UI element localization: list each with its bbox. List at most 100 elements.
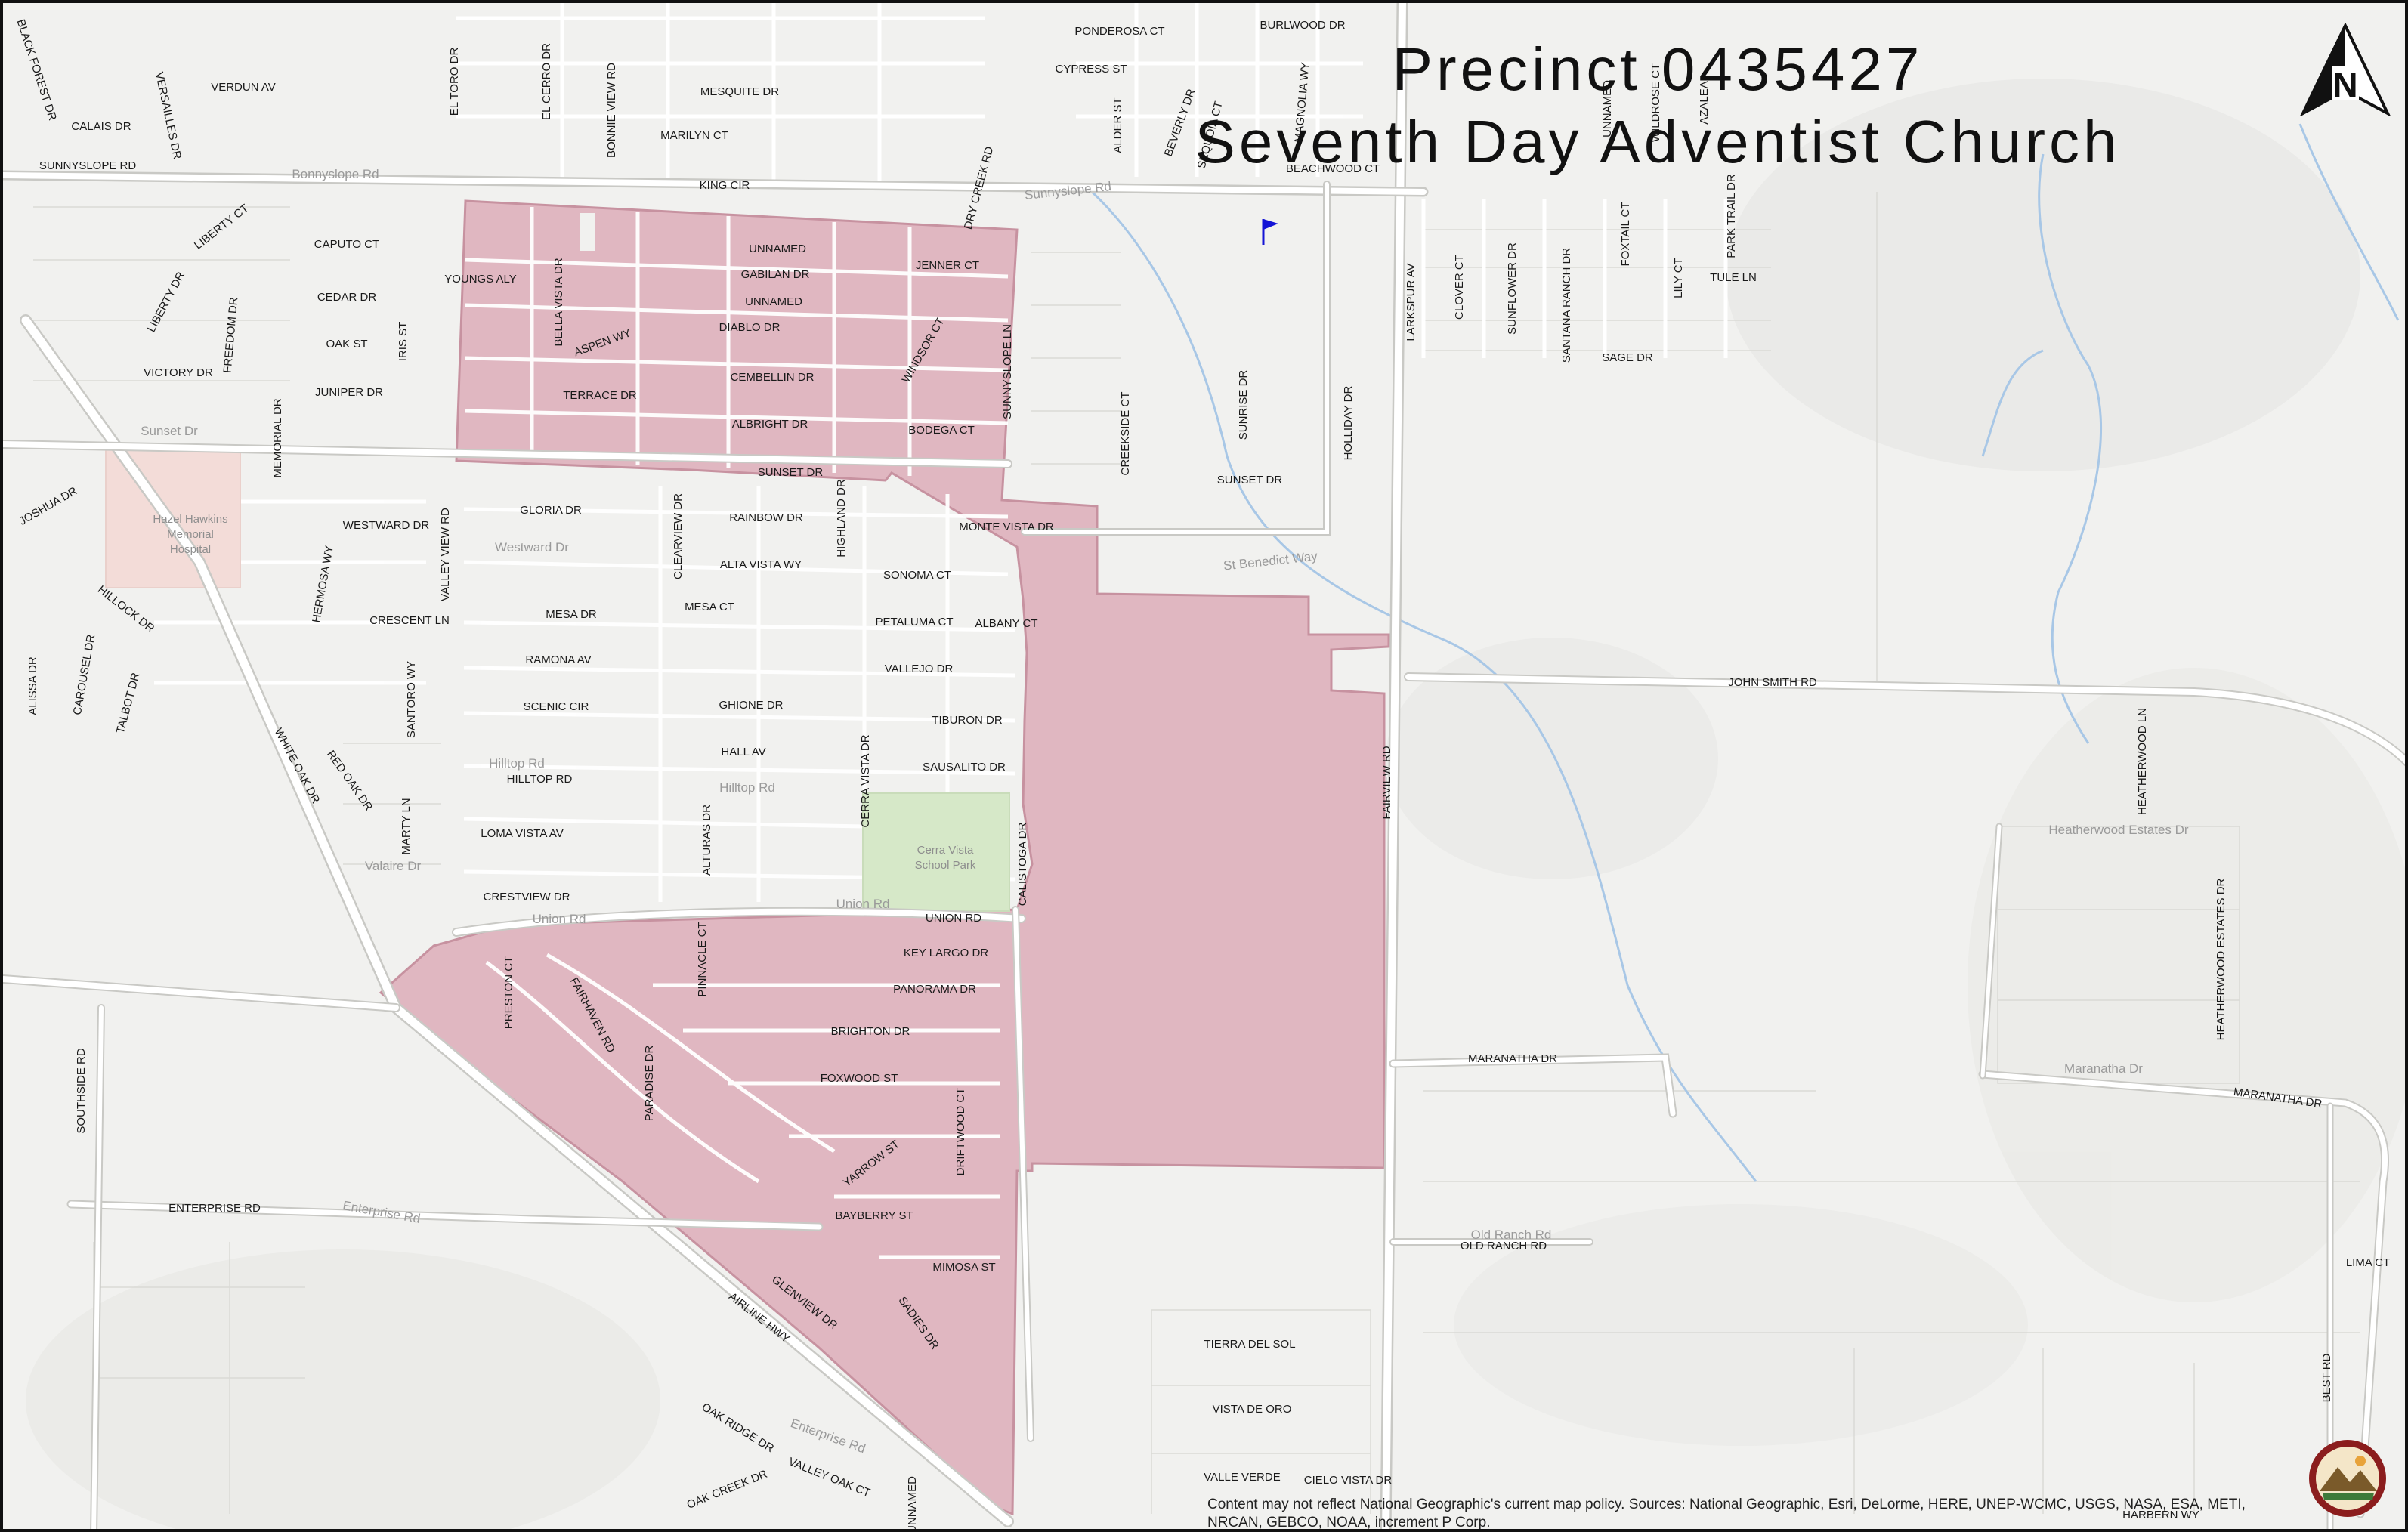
street-label: ALISSA DR [26, 656, 39, 715]
road-label-faint: Union Rd [836, 897, 890, 911]
street-label: HARBERN WY [2122, 1509, 2199, 1521]
road-label-faint: Sunset Dr [141, 424, 198, 438]
street-label: CEDAR DR [317, 291, 377, 304]
road-label-faint: Union Rd [533, 912, 586, 926]
street-label: BURLWOOD DR [1260, 19, 1345, 32]
street-label: BEACHWOOD CT [1286, 162, 1380, 175]
street-label: VICTORY DR [144, 366, 213, 379]
street-label: UNNAMED [749, 242, 806, 255]
street-label: BRIGHTON DR [831, 1025, 910, 1038]
street-label: SUNNYSLOPE RD [39, 159, 137, 172]
street-label: ALBRIGHT DR [732, 418, 808, 431]
north-letter: N [2332, 65, 2357, 104]
street-label: BONNIE VIEW RD [605, 63, 618, 158]
street-label: SOUTHSIDE RD [75, 1048, 88, 1134]
polling-place-title: Seventh Day Adventist Church [1195, 108, 2121, 175]
street-label: SAUSALITO DR [923, 761, 1006, 774]
street-label: ALDER ST [1111, 97, 1124, 153]
street-label: OLD RANCH RD [1461, 1240, 1547, 1252]
street-label: MIMOSA ST [932, 1261, 995, 1274]
street-label: KEY LARGO DR [904, 947, 988, 959]
street-label: ALBANY CT [975, 617, 1037, 630]
area-label: School Park [915, 859, 976, 872]
street-label: JOHN SMITH RD [1728, 676, 1817, 689]
street-label: PARADISE DR [643, 1046, 656, 1122]
street-label: SCENIC CIR [524, 700, 589, 713]
street-label: CRESTVIEW DR [483, 891, 570, 903]
street-label: BODEGA CT [908, 424, 975, 437]
map-credits: Content may not reflect National Geograp… [1207, 1496, 2246, 1530]
street-label: SANTANA RANCH DR [1560, 248, 1573, 363]
precinct-title: Precinct 0435427 [1392, 36, 1924, 103]
street-label: MESA CT [685, 601, 734, 613]
street-label: MESQUITE DR [700, 85, 779, 98]
street-label: HILLTOP RD [507, 773, 573, 786]
polling-place-flag-icon[interactable] [1262, 219, 1278, 245]
residential-streets [154, 3, 1728, 1259]
street-label: MARANATHA DR [1468, 1052, 1557, 1065]
precinct-notch [580, 213, 595, 251]
street-label: CREEKSIDE CT [1119, 392, 1132, 476]
street-label: MESA DR [546, 608, 597, 621]
area-label: Cerra Vista [917, 844, 974, 857]
area-label: Memorial [167, 528, 214, 541]
street-label: HIGHLAND DR [835, 479, 848, 558]
street-label: HEATHERWOOD LN [2136, 708, 2149, 815]
street-label: GHIONE DR [719, 699, 783, 712]
road-label-faint: Old Ranch Rd [1471, 1228, 1552, 1242]
street-label: SONOMA CT [883, 569, 951, 582]
street-label: HEATHERWOOD ESTATES DR [2215, 878, 2227, 1040]
street-label: FOXWOOD ST [821, 1072, 898, 1085]
street-label: UNNAMED [745, 295, 802, 308]
road-label-faint: Hilltop Rd [489, 756, 545, 771]
street-label: BELLA VISTA DR [552, 258, 565, 346]
street-label: GABILAN DR [741, 268, 810, 281]
street-label: PARK TRAIL DR [1725, 174, 1738, 258]
street-label: PRESTON CT [502, 956, 515, 1029]
street-label: VALLEY VIEW RD [439, 508, 452, 601]
street-label: SANTORO WY [405, 661, 418, 738]
street-label: TIERRA DEL SOL [1204, 1338, 1295, 1351]
precinct-boundary[interactable] [379, 199, 1390, 1516]
street-label: MARILYN CT [660, 129, 728, 142]
street-label: DIABLO DR [719, 321, 781, 334]
street-label: SUNSET DR [1217, 474, 1283, 486]
street-label: CYPRESS ST [1055, 63, 1127, 76]
street-label: MARTY LN [400, 798, 413, 854]
street-label: VALLEJO DR [885, 663, 954, 675]
street-label: ALTA VISTA WY [720, 558, 802, 571]
street-label: VERDUN AV [211, 81, 276, 94]
street-label: RAINBOW DR [729, 511, 803, 524]
street-label: SUNSET DR [758, 466, 824, 479]
street-label: EL TORO DR [448, 48, 461, 116]
street-label: WILDROSE CT [1649, 63, 1662, 142]
street-label: VALLE VERDE [1204, 1471, 1280, 1484]
street-label: CLEARVIEW DR [672, 493, 685, 579]
street-label: CALISTOGA DR [1016, 823, 1029, 907]
street-label: UNNAMED [906, 1476, 919, 1532]
area-label: Hazel Hawkins [153, 513, 227, 526]
street-label: PETALUMA CT [875, 616, 953, 629]
street-label: CRESCENT LN [369, 614, 450, 627]
street-label: FOXTAIL CT [1619, 202, 1632, 266]
street-label: RAMONA AV [525, 653, 591, 666]
street-label: WESTWARD DR [343, 519, 430, 532]
road-label-faint: Westward Dr [495, 540, 569, 554]
road-label-faint: Hilltop Rd [719, 780, 775, 795]
street-label: UNNAMED [1601, 80, 1614, 137]
street-label: JENNER CT [916, 259, 979, 272]
street-label: VISTA DE ORO [1213, 1403, 1292, 1416]
street-label: OAK ST [326, 338, 367, 351]
street-label: BEST RD [2320, 1353, 2333, 1402]
street-label: BAYBERRY ST [835, 1209, 913, 1222]
street-label: CERRA VISTA DR [859, 734, 872, 827]
school-park-area[interactable] [862, 792, 1010, 912]
street-label: LILY CT [1672, 258, 1685, 298]
map-title: Precinct 0435427 Seventh Day Adventist C… [1182, 33, 2134, 178]
street-label: SUNNYSLOPE LN [1001, 324, 1014, 419]
street-label: LOMA VISTA AV [481, 827, 564, 840]
street-label: PONDEROSA CT [1074, 25, 1164, 38]
